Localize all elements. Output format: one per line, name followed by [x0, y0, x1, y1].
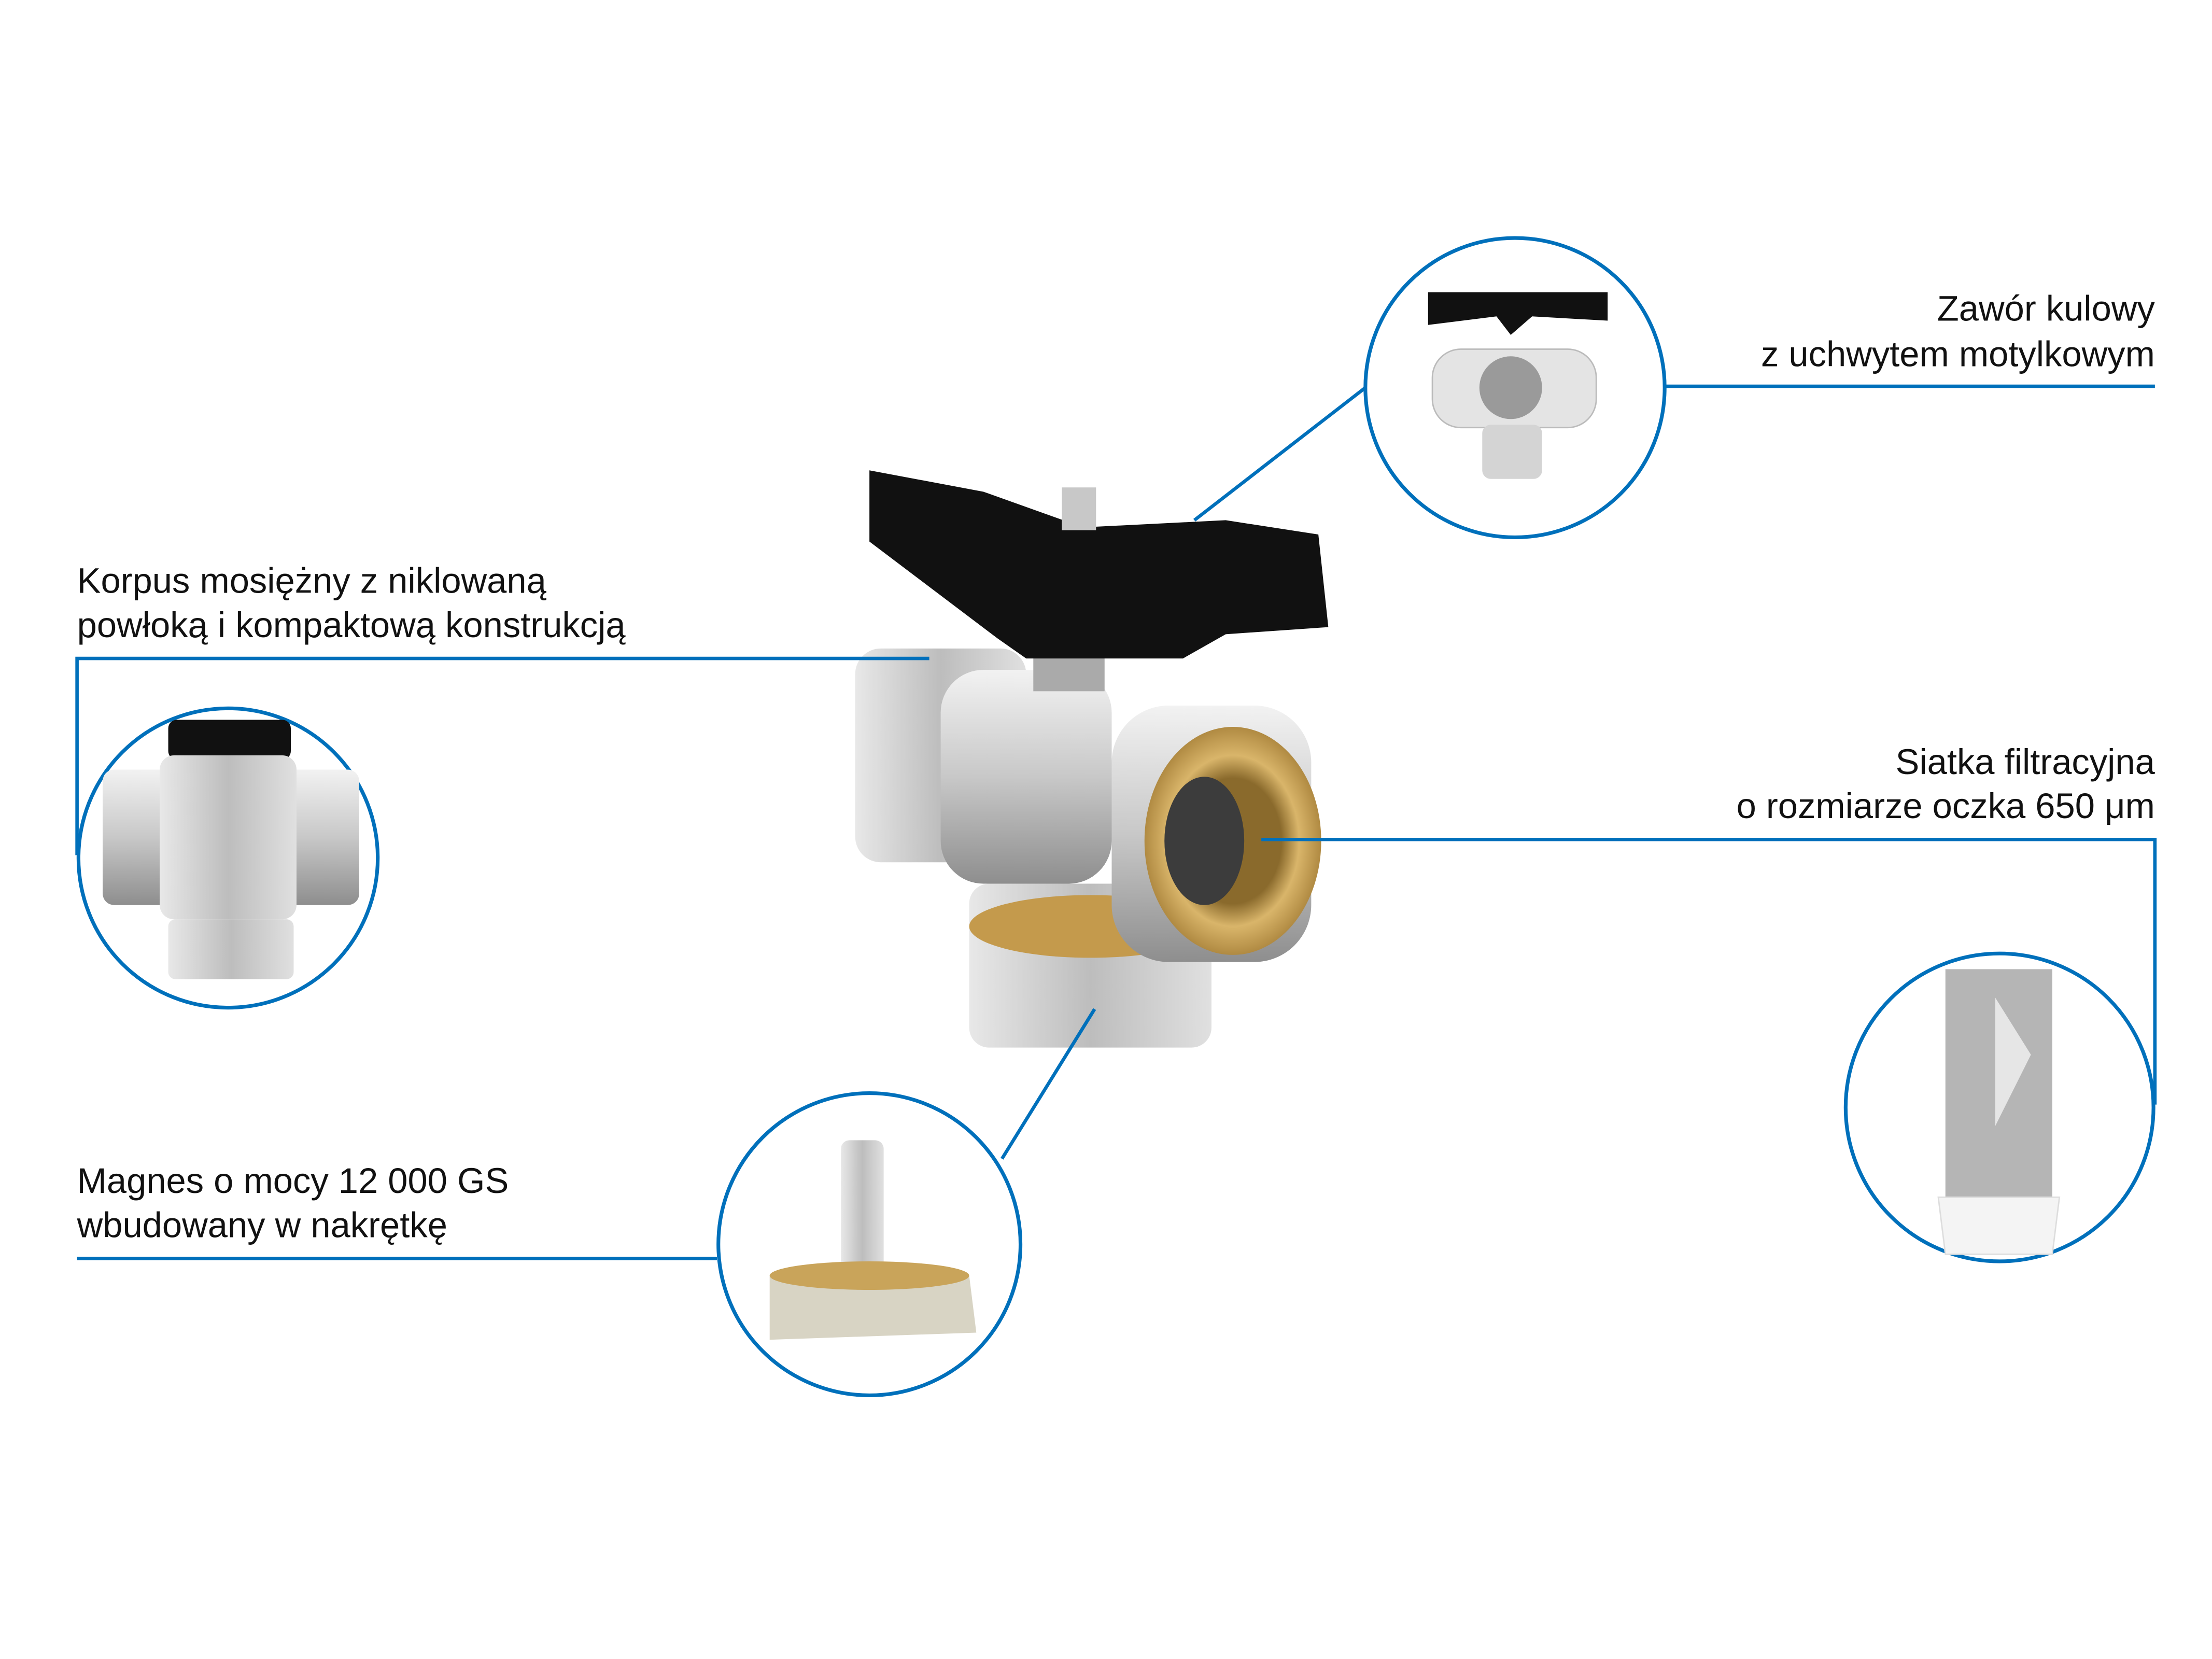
callout-body-line2: powłoką i kompaktową konstrukcją: [77, 605, 626, 645]
magnet-nut-detail-image: [769, 1140, 977, 1340]
filter-mesh-detail-image: [1937, 969, 2061, 1255]
ball-valve-main-image: [855, 470, 1329, 1048]
callout-handle-line1: Zawór kulowy: [1937, 289, 2155, 329]
callout-filter-line2: o rozmiarze oczka 650 μm: [1737, 786, 2155, 826]
butterfly-handle-detail-image: [1428, 292, 1608, 479]
callout-brass-body: Korpus mosiężny z niklowaną powłoką i ko…: [75, 561, 929, 1010]
callout-butterfly-handle: Zawór kulowy z uchwytem motylkowym: [1193, 236, 2155, 539]
callout-magnet-connector: [1001, 1008, 1096, 1160]
callout-filter-connector: [1261, 837, 2157, 1105]
callout-magnet: Magnes o mocy 12 000 GS wbudowany w nakr…: [77, 1008, 1096, 1397]
callout-body-connector: [75, 656, 929, 855]
callout-magnet-line2: wbudowany w nakrętkę: [77, 1205, 447, 1245]
callout-body-line1: Korpus mosiężny z niklowaną: [77, 561, 547, 601]
callout-filter-line1: Siatka filtracyjna: [1896, 742, 2155, 782]
callout-handle-connector: [1193, 386, 1366, 522]
callout-handle-line2: z uchwytem motylkowym: [1761, 334, 2155, 374]
callout-magnet-line1: Magnes o mocy 12 000 GS: [77, 1161, 509, 1201]
callout-filter-mesh: Siatka filtracyjna o rozmiarze oczka 650…: [1261, 742, 2157, 1263]
valve-body-detail-image: [103, 720, 359, 979]
